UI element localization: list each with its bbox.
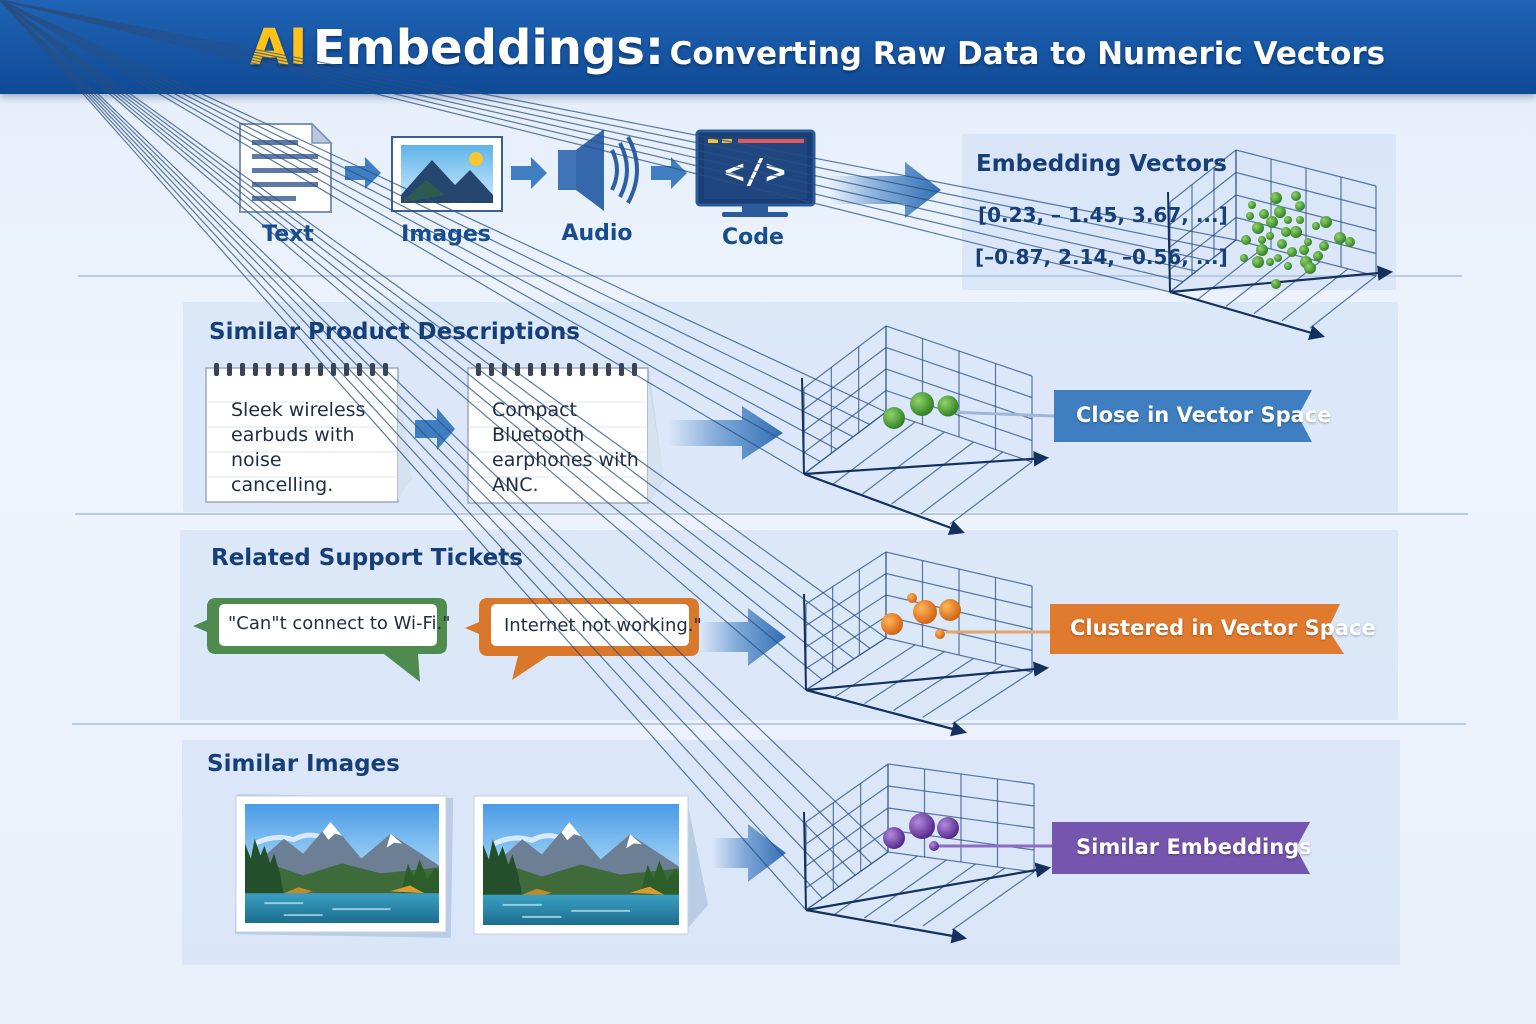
cluster-banner: [1050, 604, 1344, 654]
flow-arrow-large: [668, 406, 783, 460]
vectors-title: Embedding Vectors: [976, 151, 1228, 177]
embeddings-banner-label: Similar Embeddings: [1076, 835, 1312, 859]
flow-arrow-icon: [511, 157, 547, 189]
title-subtitle: Converting Raw Data to Numeric Vectors: [669, 36, 1386, 72]
header-bar: [0, 0, 1536, 94]
product-vector-plot: [0, 0, 1055, 535]
page-title: AI Embeddings: Converting Raw Data to Nu…: [250, 18, 1385, 76]
product-note-1: Sleek wireless earbuds with noise cancel…: [231, 399, 366, 496]
speech-bubble-green: [193, 598, 447, 682]
source-label-code: Code: [722, 225, 784, 250]
landscape-photo-2: [473, 795, 708, 935]
speech-bubble-orange: [465, 598, 699, 680]
landscape-photo-1: [234, 794, 454, 938]
ticket-bubble-1: "Can"t connect to Wi-Fi.": [228, 613, 451, 634]
flow-arrow-icon: [651, 157, 687, 189]
embeddings-banner: [1052, 822, 1310, 874]
spiral-binding: [476, 363, 637, 376]
close-banner: [1054, 390, 1312, 442]
source-label-images: Images: [401, 222, 491, 247]
close-banner-label: Close in Vector Space: [1076, 403, 1332, 427]
flow-arrow-large: [712, 824, 786, 882]
products-title: Similar Product Descriptions: [209, 319, 580, 345]
source-label-text: Text: [262, 222, 314, 247]
image-vector-plot: [0, 0, 1052, 944]
note-card-1: [205, 367, 412, 503]
note-card-2: [467, 367, 664, 504]
tickets-title: Related Support Tickets: [211, 545, 523, 571]
flow-arrow-large: [700, 608, 786, 666]
ticket-bubble-2: Internet not working.": [504, 615, 702, 636]
divider-2: [75, 513, 1468, 515]
source-label-audio: Audio: [561, 221, 633, 246]
top-scatter-plot: [0, 0, 1394, 340]
code-monitor-icon: </>: [695, 129, 816, 217]
cluster-banner-label: Clustered in Vector Space: [1070, 616, 1376, 640]
image-icon: [391, 136, 503, 212]
spiral-binding: [214, 363, 388, 376]
title-embeddings: Embeddings:: [312, 20, 665, 76]
vector-line-2: [–0.87, 2.14, –0.56, ...]: [975, 245, 1228, 269]
ticket-vector-plot: [0, 0, 1050, 737]
images-title: Similar Images: [207, 751, 400, 777]
product-note-2: Compact Bluetooth earphones with ANC.: [492, 399, 639, 496]
vector-line-1: [0.23, – 1.45, 3.67, ...]: [978, 203, 1228, 227]
flow-arrow-icon: [345, 157, 381, 189]
flow-arrow-icon: [415, 408, 455, 450]
divider-1: [78, 275, 1462, 277]
divider-3: [72, 723, 1466, 725]
